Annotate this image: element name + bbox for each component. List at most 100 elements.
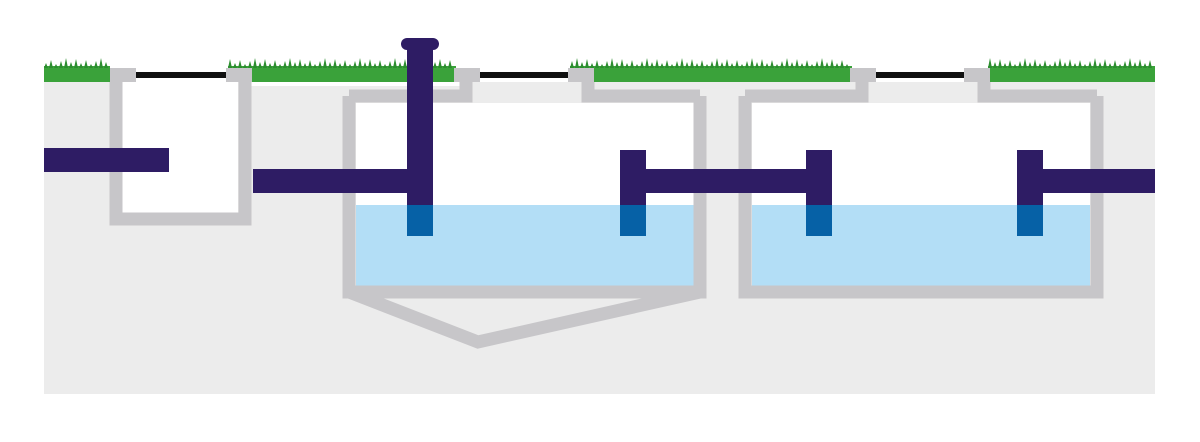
grass-blade	[600, 64, 604, 68]
grass-blade	[1138, 59, 1142, 68]
vent-pipe-riser	[407, 46, 433, 206]
grass-blade	[615, 62, 619, 68]
grass-blade	[1023, 58, 1027, 68]
grass-blade	[730, 63, 734, 68]
grass-blade	[54, 64, 58, 68]
secondary-tank-cover	[874, 72, 966, 78]
grass-blade	[44, 63, 48, 68]
grass-blade	[338, 63, 342, 68]
grass-blade	[1048, 64, 1052, 68]
grass-blade	[383, 64, 387, 68]
grass-blade	[670, 64, 674, 68]
grass-blade	[1053, 61, 1057, 68]
grass-blade	[243, 64, 247, 68]
grass-blade	[605, 61, 609, 68]
grass-blade	[775, 64, 779, 68]
grass-blade	[800, 63, 804, 68]
grass-blade	[780, 61, 784, 68]
grass-blade	[323, 58, 327, 68]
grass-blade	[595, 60, 599, 68]
grass-blade	[810, 64, 814, 68]
grass-blade	[69, 62, 73, 68]
grass-blade	[705, 64, 709, 68]
secondary-inlet-tee-vertical	[806, 150, 832, 206]
grass-blade	[655, 59, 659, 68]
cover-seat-2b	[568, 68, 594, 82]
grass-blade	[685, 62, 689, 68]
grass-blade	[1078, 60, 1082, 68]
grass-blade	[1128, 58, 1132, 68]
grass-blade	[443, 63, 447, 68]
grass-blade	[1013, 64, 1017, 68]
grass-blade	[645, 58, 649, 68]
grass-blade	[830, 59, 834, 68]
grass-blade	[1113, 60, 1117, 68]
vent-pipe-submerged	[407, 205, 433, 236]
grass-blade	[720, 62, 724, 68]
grass-blades	[44, 58, 1152, 68]
grass-blade	[725, 59, 729, 68]
grass-blade	[835, 63, 839, 68]
grass-blade	[1108, 63, 1112, 68]
grass-blade	[998, 59, 1002, 68]
grass-blade	[1143, 63, 1147, 68]
secondary-outlet-tee-vertical	[1017, 150, 1043, 206]
grass-segment-2	[228, 66, 456, 82]
grass-blade	[393, 58, 397, 68]
grass-blade	[590, 63, 594, 68]
grass-blade	[49, 60, 53, 68]
grass-blade	[620, 59, 624, 68]
grass-blade	[785, 58, 789, 68]
grass-blade	[840, 60, 844, 68]
grass-blade	[1093, 58, 1097, 68]
grass-blade	[398, 62, 402, 68]
grass-blade	[580, 62, 584, 68]
grass-blade	[1008, 60, 1012, 68]
cover-seat-3a	[850, 68, 876, 82]
secondary-outlet-submerged	[1017, 205, 1043, 236]
grass-blade	[575, 58, 579, 68]
grass-blade	[278, 64, 282, 68]
grass-blade	[353, 61, 357, 68]
grass-blade	[283, 61, 287, 68]
grass-blade	[665, 60, 669, 68]
grass-segment-1	[44, 66, 110, 82]
grass-blade	[660, 63, 664, 68]
grass-blade	[288, 58, 292, 68]
grass-blade	[745, 61, 749, 68]
grass-blade	[988, 58, 992, 68]
grass-blade	[790, 62, 794, 68]
grass-blade	[59, 61, 63, 68]
primary-tank-wall	[342, 96, 707, 299]
grass-blade	[1123, 61, 1127, 68]
grass-blade	[650, 62, 654, 68]
inspection-chamber-cover	[136, 72, 228, 78]
grass-blade	[99, 58, 103, 68]
grass-blade	[74, 59, 78, 68]
grass-blade	[1028, 62, 1032, 68]
grass-blade	[993, 62, 997, 68]
grass-blade	[640, 61, 644, 68]
grass-blade	[433, 62, 437, 68]
grass-strips	[44, 58, 1155, 82]
inspection-chamber-wall	[109, 74, 252, 226]
grass-blade	[585, 59, 589, 68]
grass-blade	[268, 63, 272, 68]
submerged-pipe-ends	[407, 205, 1043, 236]
grass-blade	[710, 61, 714, 68]
grass-blade	[630, 60, 634, 68]
grass-blade	[84, 60, 88, 68]
grass-blade	[238, 60, 242, 68]
grass-blade	[760, 59, 764, 68]
grass-blade	[94, 61, 98, 68]
grass-blade	[378, 60, 382, 68]
chamber-to-tank-pipe	[253, 169, 353, 193]
grass-blade	[1083, 64, 1087, 68]
grass-blade	[675, 61, 679, 68]
outlet-pipe	[1043, 169, 1155, 193]
grass-blade	[1088, 61, 1092, 68]
grass-blade	[845, 64, 849, 68]
grass-blade	[1098, 62, 1102, 68]
grass-blade	[1058, 58, 1062, 68]
